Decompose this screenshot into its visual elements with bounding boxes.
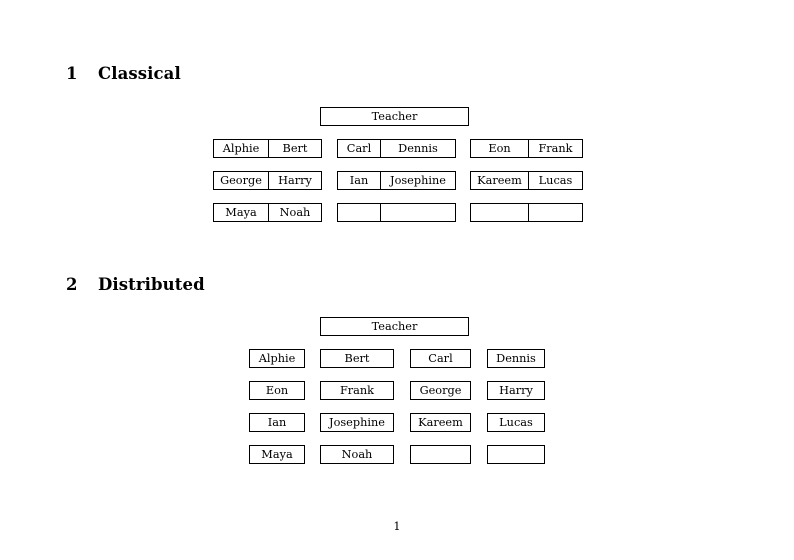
classical-empty-cell: [528, 204, 582, 221]
classical-group-row: Carl Dennis: [337, 139, 456, 158]
classical-empty-cell: [471, 204, 528, 221]
classical-group-row: Ian Josephine: [337, 171, 456, 190]
section-title: Distributed: [98, 275, 205, 294]
classical-name-cell: Bert: [268, 140, 321, 157]
classical-group-row: Maya Noah: [213, 203, 322, 222]
distributed-name-box: Bert: [320, 349, 394, 368]
distributed-name-box: Harry: [487, 381, 545, 400]
section-heading-classical: 1 Classical: [66, 64, 181, 83]
classical-name-cell: Frank: [528, 140, 582, 157]
classical-name-cell: Kareem: [477, 174, 522, 187]
classical-name-cell: Noah: [268, 204, 321, 221]
section-title: Classical: [98, 64, 181, 83]
classical-name-cell: Ian: [349, 174, 369, 187]
classical-group-row: Alphie Bert: [213, 139, 322, 158]
distributed-name-box: Noah: [320, 445, 394, 464]
classical-empty-cell: [338, 204, 380, 221]
classical-teacher-box: Teacher: [320, 107, 469, 126]
distributed-teacher-box: Teacher: [320, 317, 469, 336]
classical-group-row: Eon Frank: [470, 139, 583, 158]
distributed-name-box: Kareem: [410, 413, 471, 432]
classical-name-cell: Carl: [346, 142, 372, 155]
classical-name-cell: Lucas: [528, 172, 582, 189]
distributed-empty-box: [410, 445, 471, 464]
classical-name-cell: Eon: [488, 142, 511, 155]
classical-empty-cell: [380, 204, 455, 221]
distributed-name-box: Eon: [249, 381, 305, 400]
classical-name-cell: Dennis: [380, 140, 455, 157]
section-number: 2: [66, 275, 78, 294]
distributed-name-box: Carl: [410, 349, 471, 368]
classical-name-cell: Maya: [225, 206, 257, 219]
classical-name-cell: George: [220, 174, 262, 187]
distributed-name-box: Dennis: [487, 349, 545, 368]
classical-group-row: [470, 203, 583, 222]
section-number: 1: [66, 64, 78, 83]
classical-name-cell: Harry: [268, 172, 321, 189]
classical-name-cell: Alphie: [222, 142, 260, 155]
distributed-name-box: Frank: [320, 381, 394, 400]
distributed-name-box: Lucas: [487, 413, 545, 432]
distributed-name-box: Alphie: [249, 349, 305, 368]
distributed-name-box: Josephine: [320, 413, 394, 432]
classical-group-row: [337, 203, 456, 222]
distributed-name-box: Ian: [249, 413, 305, 432]
distributed-empty-box: [487, 445, 545, 464]
section-heading-distributed: 2 Distributed: [66, 275, 205, 294]
distributed-name-box: George: [410, 381, 471, 400]
classical-name-cell: Josephine: [380, 172, 455, 189]
page-number: 1: [393, 520, 401, 533]
classical-group-row: George Harry: [213, 171, 322, 190]
classical-group-row: Kareem Lucas: [470, 171, 583, 190]
distributed-name-box: Maya: [249, 445, 305, 464]
